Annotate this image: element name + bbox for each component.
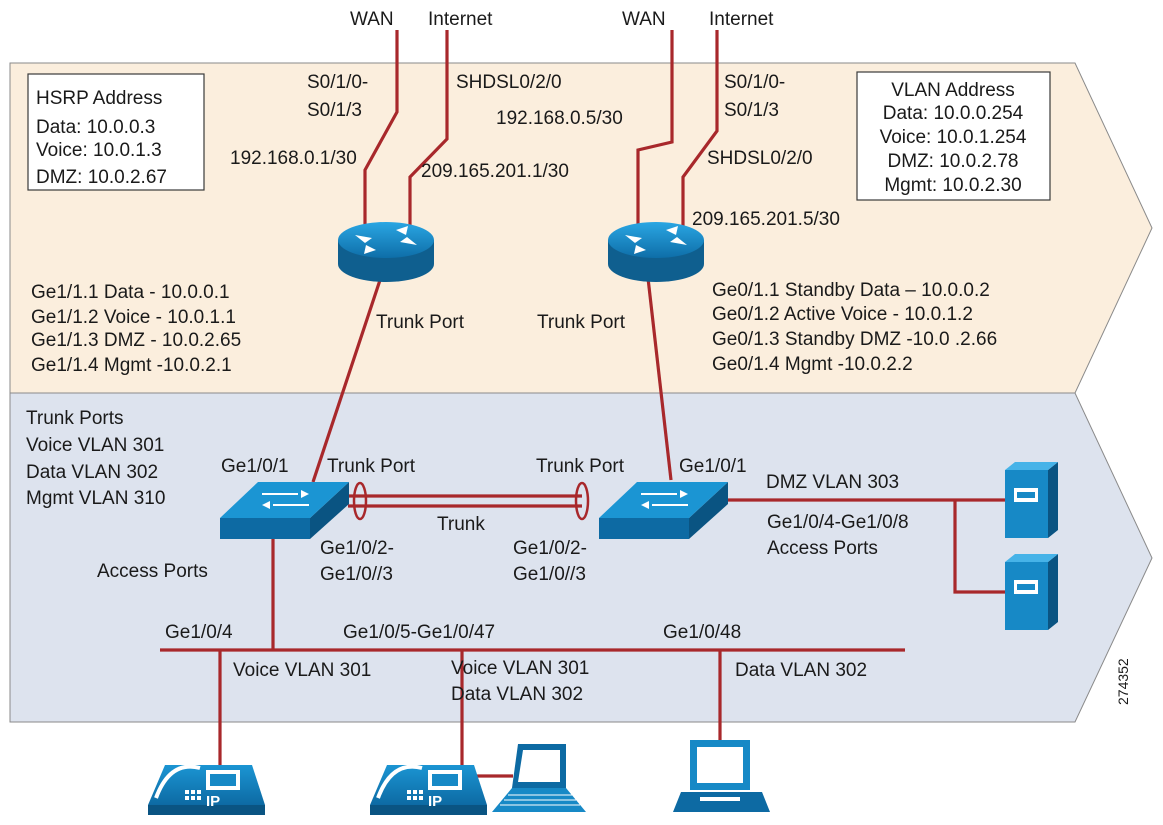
dmz-ports-label-1: Ge1/0/4-Ge1/0/8 <box>767 512 909 533</box>
left-uplink-port-label: Ge1/0/1 <box>221 456 289 477</box>
right-wan-label: WAN <box>622 9 666 30</box>
dmz-server-icon-1 <box>1005 462 1058 538</box>
left-subif-1: Ge1/1.1 Data - 10.0.0.1 <box>31 282 230 303</box>
left-shdsl-label: SHDSL0/2/0 <box>456 72 562 93</box>
right-trunk-ports-label-2: Ge1/0//3 <box>513 564 586 585</box>
right-router-switch-link <box>646 277 673 481</box>
access-port-b-label: Ge1/0/5-Ge1/0/47 <box>343 622 495 643</box>
right-trunk-ports-label-1: Ge1/0/2- <box>513 538 587 559</box>
left-internet-ip-label: 209.165.201.1/30 <box>421 161 569 182</box>
left-trunk-ports-label-2: Ge1/0//3 <box>320 564 393 585</box>
right-shdsl-label: SHDSL0/2/0 <box>707 148 813 169</box>
trunk-label: Trunk <box>437 514 485 535</box>
access-port-c-label: Ge1/0/48 <box>663 622 741 643</box>
dmz-vlan-label: DMZ VLAN 303 <box>766 472 899 493</box>
ip-phone-icon-1: IP <box>148 764 265 815</box>
ip-phone-label-1: IP <box>206 793 220 810</box>
right-subif-2: Ge0/1.2 Active Voice - 10.0.1.2 <box>712 304 973 325</box>
right-subif-4: Ge0/1.4 Mgmt -10.0.2.2 <box>712 354 913 375</box>
access-ports-label: Access Ports <box>97 561 208 582</box>
vlan-line-voice: Voice: 10.0.1.254 <box>880 127 1027 148</box>
hsrp-line-dmz: DMZ: 10.0.2.67 <box>36 167 167 188</box>
hsrp-line-voice: Voice: 10.0.1.3 <box>36 140 162 161</box>
hsrp-box <box>27 73 205 191</box>
left-serial-label-2: S0/1/3 <box>307 100 362 121</box>
access-port-a-label: Ge1/0/4 <box>165 622 233 643</box>
left-router-switch-link <box>311 267 386 483</box>
left-wan-label: WAN <box>350 9 394 30</box>
trunk-ports-voice: Voice VLAN 301 <box>26 435 164 456</box>
right-internet-label: Internet <box>709 9 774 30</box>
left-serial-label-1: S0/1/0- <box>307 72 368 93</box>
right-switch-icon <box>599 482 728 539</box>
vlan-line-data: Data: 10.0.0.254 <box>883 103 1024 124</box>
left-internet-line <box>408 30 449 232</box>
right-trunk-port-label: Trunk Port <box>537 312 626 333</box>
dmz-server-icon-2 <box>1005 554 1058 630</box>
right-internet-ip-label: 209.165.201.5/30 <box>692 209 840 230</box>
switch-zone <box>9 392 1153 723</box>
pc-icon <box>673 740 770 812</box>
figure-id: 274352 <box>1115 658 1131 705</box>
ip-phone-icon-2: IP <box>370 764 487 815</box>
trunk-bundle-left <box>352 481 368 521</box>
left-wan-ip-label: 192.168.0.1/30 <box>230 148 357 169</box>
right-wan-line <box>636 30 674 232</box>
hsrp-title: HSRP Address <box>36 88 162 109</box>
dmz-link-2 <box>953 500 1005 594</box>
right-internet-line <box>681 30 719 232</box>
vlan-line-mgmt: Mgmt: 10.0.2.30 <box>884 175 1021 196</box>
vlan-title: VLAN Address <box>891 80 1015 101</box>
access-vlan-a-label: Voice VLAN 301 <box>233 660 371 681</box>
left-switch-icon <box>220 482 349 539</box>
right-router-icon <box>608 222 704 282</box>
right-uplink-port-label: Ge1/0/1 <box>679 456 747 477</box>
hsrp-line-data: Data: 10.0.0.3 <box>36 117 155 138</box>
vlan-line-dmz: DMZ: 10.0.2.78 <box>888 151 1019 172</box>
vlan-box <box>856 71 1051 201</box>
trunk-ports-title: Trunk Ports <box>26 408 124 429</box>
left-internet-label: Internet <box>428 9 493 30</box>
left-subif-4: Ge1/1.4 Mgmt -10.0.2.1 <box>31 355 232 376</box>
right-subif-1: Ge0/1.1 Standby Data – 10.0.0.2 <box>712 280 990 301</box>
access-vlan-b-label-2: Data VLAN 302 <box>451 684 583 705</box>
left-subif-3: Ge1/1.3 DMZ - 10.0.2.65 <box>31 330 241 351</box>
left-router-icon <box>338 222 434 282</box>
left-wan-line <box>363 30 399 232</box>
left-subif-2: Ge1/1.2 Voice - 10.0.1.1 <box>31 307 236 328</box>
right-serial-label-1: S0/1/0- <box>724 72 785 93</box>
left-trunk-ports-label-1: Ge1/0/2- <box>320 538 394 559</box>
right-serial-label-2: S0/1/3 <box>724 100 779 121</box>
trunk-ports-data: Data VLAN 302 <box>26 462 158 483</box>
access-vlan-b-label-1: Voice VLAN 301 <box>451 658 589 679</box>
ip-phone-label-2: IP <box>428 793 442 810</box>
left-switch-trunk-label: Trunk Port <box>327 456 416 477</box>
trunk-bundle-right <box>574 481 590 521</box>
right-wan-ip-label: 192.168.0.5/30 <box>496 108 623 129</box>
dmz-ports-label-2: Access Ports <box>767 538 878 559</box>
laptop-icon <box>492 744 586 812</box>
access-vlan-c-label: Data VLAN 302 <box>735 660 867 681</box>
right-switch-trunk-label: Trunk Port <box>536 456 625 477</box>
left-trunk-port-label: Trunk Port <box>376 312 465 333</box>
trunk-ports-mgmt: Mgmt VLAN 310 <box>26 488 165 509</box>
right-subif-3: Ge0/1.3 Standby DMZ -10.0 .2.66 <box>712 329 997 350</box>
